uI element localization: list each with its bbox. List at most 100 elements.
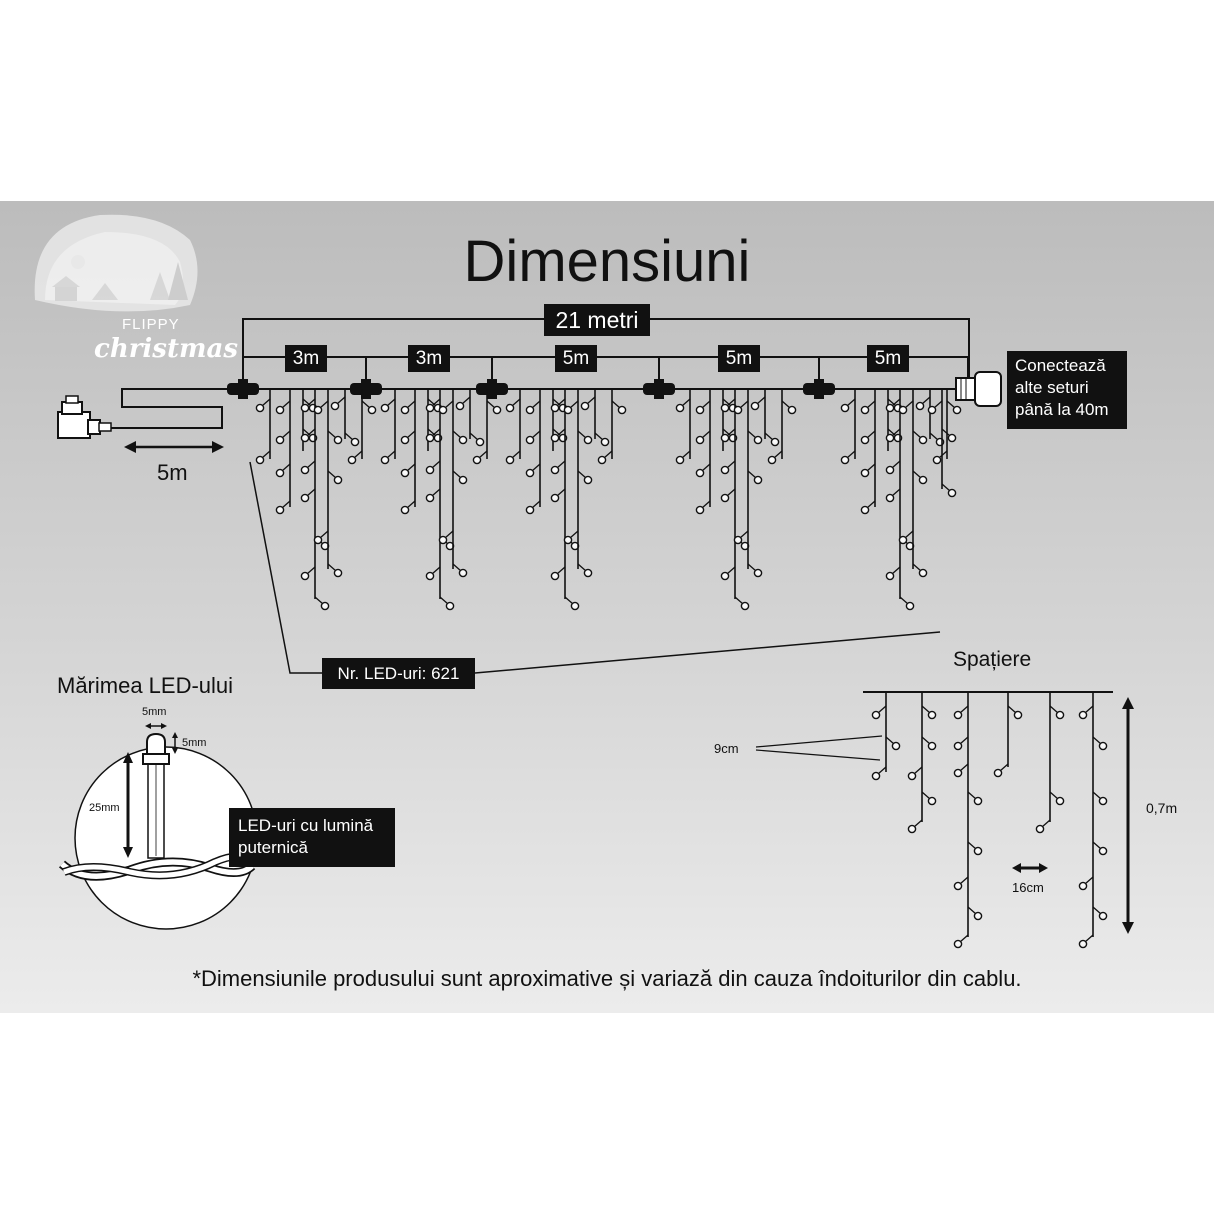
led-stem xyxy=(891,566,901,575)
led-bulb xyxy=(583,475,593,485)
led-bulb xyxy=(330,401,340,411)
led-bulb xyxy=(918,475,928,485)
led-stem xyxy=(406,430,416,439)
led-bulb xyxy=(695,468,705,478)
led-stem xyxy=(461,396,471,405)
led-bulb xyxy=(563,405,573,415)
led-bulb xyxy=(927,405,937,415)
led-stem xyxy=(891,460,901,469)
led-stem xyxy=(726,428,736,437)
led-bulb xyxy=(953,741,963,751)
led-stem xyxy=(938,450,948,459)
led-bulb xyxy=(993,768,1003,778)
led-stem xyxy=(531,500,541,509)
segment-label-2: 3m xyxy=(408,345,450,372)
led-bulb xyxy=(952,405,962,415)
led-bulb xyxy=(740,601,750,611)
led-stem xyxy=(511,398,521,407)
led-bulb xyxy=(275,405,285,415)
lead-cable-label: 5m xyxy=(157,460,188,485)
led-bulb xyxy=(580,401,590,411)
led-stem xyxy=(912,470,922,479)
led-stem xyxy=(344,432,354,441)
led-stem xyxy=(431,398,441,407)
lead-cable xyxy=(110,388,243,429)
led-stem xyxy=(478,450,488,459)
led-stem xyxy=(452,430,462,439)
led-bulb xyxy=(973,796,983,806)
led-stem xyxy=(452,470,462,479)
led-size-illustration xyxy=(58,723,258,930)
led-stem xyxy=(306,428,316,437)
led-bulb xyxy=(885,465,895,475)
led-stem xyxy=(701,430,711,439)
led-stem xyxy=(913,766,923,775)
led-bulb xyxy=(675,403,685,413)
led-bulb xyxy=(563,535,573,545)
led-stem xyxy=(877,766,887,775)
led-bulb xyxy=(425,465,435,475)
led-bulb xyxy=(767,455,777,465)
led-bulb xyxy=(525,435,535,445)
cable-connectors xyxy=(227,379,835,399)
led-bulb xyxy=(300,571,310,581)
led-bulb xyxy=(438,535,448,545)
led-stem xyxy=(261,450,271,459)
led-stem xyxy=(611,400,621,409)
led-stem xyxy=(921,791,931,800)
led-bulb xyxy=(695,405,705,415)
led-stem xyxy=(306,488,316,497)
led-bulb xyxy=(525,505,535,515)
led-bulb xyxy=(275,505,285,515)
led-bulb xyxy=(915,401,925,411)
led-stem xyxy=(756,396,766,405)
led-bulb xyxy=(300,403,310,413)
led-stem xyxy=(281,400,291,409)
led-bulb xyxy=(1098,846,1108,856)
led-bulb xyxy=(600,437,610,447)
led-stem xyxy=(577,563,587,572)
led-bulb xyxy=(380,403,390,413)
led-stem xyxy=(306,566,316,575)
led-bulb xyxy=(918,568,928,578)
led-stem xyxy=(921,705,931,714)
led-stem xyxy=(681,398,691,407)
led-stem xyxy=(921,736,931,745)
led-stem xyxy=(887,398,897,407)
led-bulb xyxy=(425,571,435,581)
led-bulb xyxy=(953,881,963,891)
led-bulb xyxy=(1078,939,1088,949)
led-stem xyxy=(552,428,562,437)
led-stem xyxy=(866,400,876,409)
led-stem xyxy=(1049,705,1059,714)
led-stem xyxy=(314,596,324,605)
power-plug-icon xyxy=(57,395,112,439)
total-length-label: 21 metri xyxy=(544,304,650,336)
led-stem xyxy=(281,430,291,439)
led-stem xyxy=(281,500,291,509)
led-stem xyxy=(726,566,736,575)
height-label: 0,7m xyxy=(1146,800,1178,816)
led-size-title: Mărimea LED-ului xyxy=(57,673,234,698)
led-stem xyxy=(913,819,923,828)
led-bulb xyxy=(973,846,983,856)
led-bulb xyxy=(367,405,377,415)
led-stem xyxy=(891,488,901,497)
led-stem xyxy=(306,398,316,407)
led-stem xyxy=(1084,876,1094,885)
led-bulb xyxy=(1078,881,1088,891)
led-stem xyxy=(1092,841,1102,850)
led-stem xyxy=(891,428,901,437)
connect-note: Conectează alte seturi până la 40m xyxy=(1007,351,1127,429)
led-bulb xyxy=(695,435,705,445)
led-stem xyxy=(912,563,922,572)
led-stem xyxy=(846,398,856,407)
led-stem xyxy=(319,400,329,409)
led-stem xyxy=(327,430,337,439)
led-bulb xyxy=(320,601,330,611)
led-stem xyxy=(1092,906,1102,915)
led-stem xyxy=(427,428,437,437)
led-bulb xyxy=(885,433,895,443)
led-stem xyxy=(747,430,757,439)
